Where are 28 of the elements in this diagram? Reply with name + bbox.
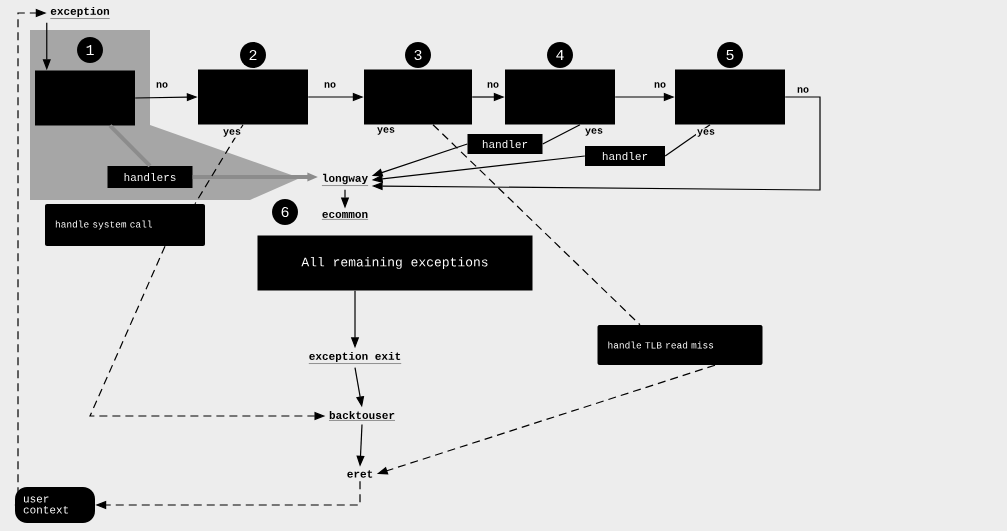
entry-label: exception bbox=[50, 6, 110, 19]
edge-label: no bbox=[653, 81, 667, 89]
context-box: user context bbox=[15, 487, 95, 523]
heading: ecommon bbox=[321, 212, 369, 220]
handler-tag: handlers bbox=[107, 166, 193, 188]
action-box: handle system call bbox=[45, 204, 205, 246]
callout-number: 2 bbox=[240, 42, 266, 68]
edge-label: no bbox=[796, 86, 810, 94]
edge-label: yes bbox=[222, 128, 242, 138]
entry-label: exception exit bbox=[308, 351, 402, 364]
entry-label: eret bbox=[347, 470, 373, 478]
callout-number: 5 bbox=[717, 42, 743, 68]
edge-label: yes bbox=[376, 126, 396, 136]
callout-number: 1 bbox=[77, 37, 103, 63]
edge-label: no bbox=[486, 81, 500, 89]
entry-label: longway bbox=[321, 173, 369, 186]
edge-label: no bbox=[323, 81, 337, 89]
edge-label: yes bbox=[584, 127, 604, 137]
process-box: All remaining exceptions bbox=[257, 235, 533, 291]
callout-number: 3 bbox=[405, 42, 431, 68]
callout-number: 6 bbox=[272, 199, 298, 225]
action-box: handle TLB read miss bbox=[597, 325, 763, 365]
handler-tag: handler bbox=[467, 134, 543, 154]
edge-label: yes bbox=[696, 128, 716, 138]
handler-tag: handler bbox=[585, 146, 665, 166]
callout-number: 4 bbox=[547, 42, 573, 68]
edge-label: no bbox=[155, 81, 169, 89]
entry-label: backtouser bbox=[328, 410, 396, 421]
